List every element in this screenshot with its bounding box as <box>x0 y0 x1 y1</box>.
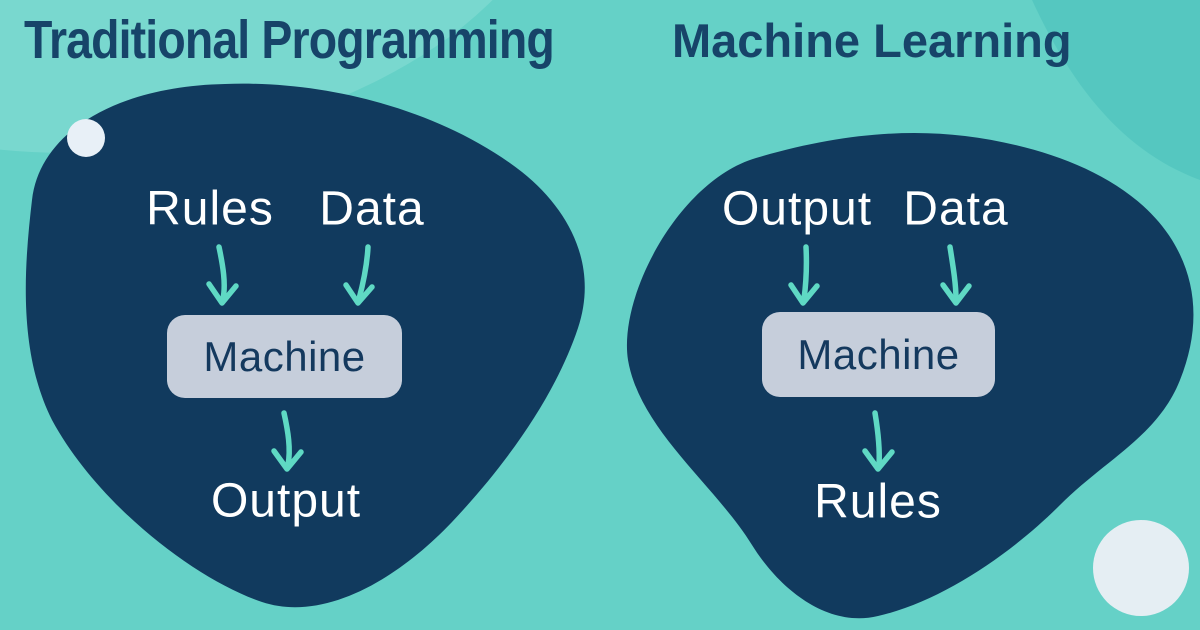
arrow-down-icon-left-data <box>343 244 375 306</box>
decorative-dot-small <box>67 119 105 157</box>
arrow-down-icon-left-rules <box>206 244 239 306</box>
left-input-data-label: Data <box>319 182 425 236</box>
arrow-down-icon-left-machine <box>271 410 304 472</box>
right-result-rules-label: Rules <box>814 475 942 529</box>
left-result-output-label: Output <box>210 474 362 528</box>
left-machine-box: Machine <box>167 315 402 398</box>
arrow-down-icon-right-machine <box>862 410 895 472</box>
arrow-down-icon-right-output <box>788 244 820 306</box>
right-input-output-label: Output <box>721 182 873 236</box>
title-machine-learning: Machine Learning <box>672 14 1072 67</box>
right-machine-label: Machine <box>797 330 960 378</box>
left-input-rules-label: Rules <box>146 182 274 236</box>
background-accent-blob-top-right <box>1032 0 1200 180</box>
decorative-dot-large <box>1093 520 1189 616</box>
arrow-down-icon-right-data <box>940 244 972 306</box>
left-machine-label: Machine <box>203 332 366 380</box>
right-input-data-label: Data <box>903 182 1009 236</box>
title-traditional-programming: Traditional Programming <box>24 10 555 70</box>
background-accent-blob-top-left <box>0 0 556 153</box>
right-machine-box: Machine <box>762 312 995 397</box>
